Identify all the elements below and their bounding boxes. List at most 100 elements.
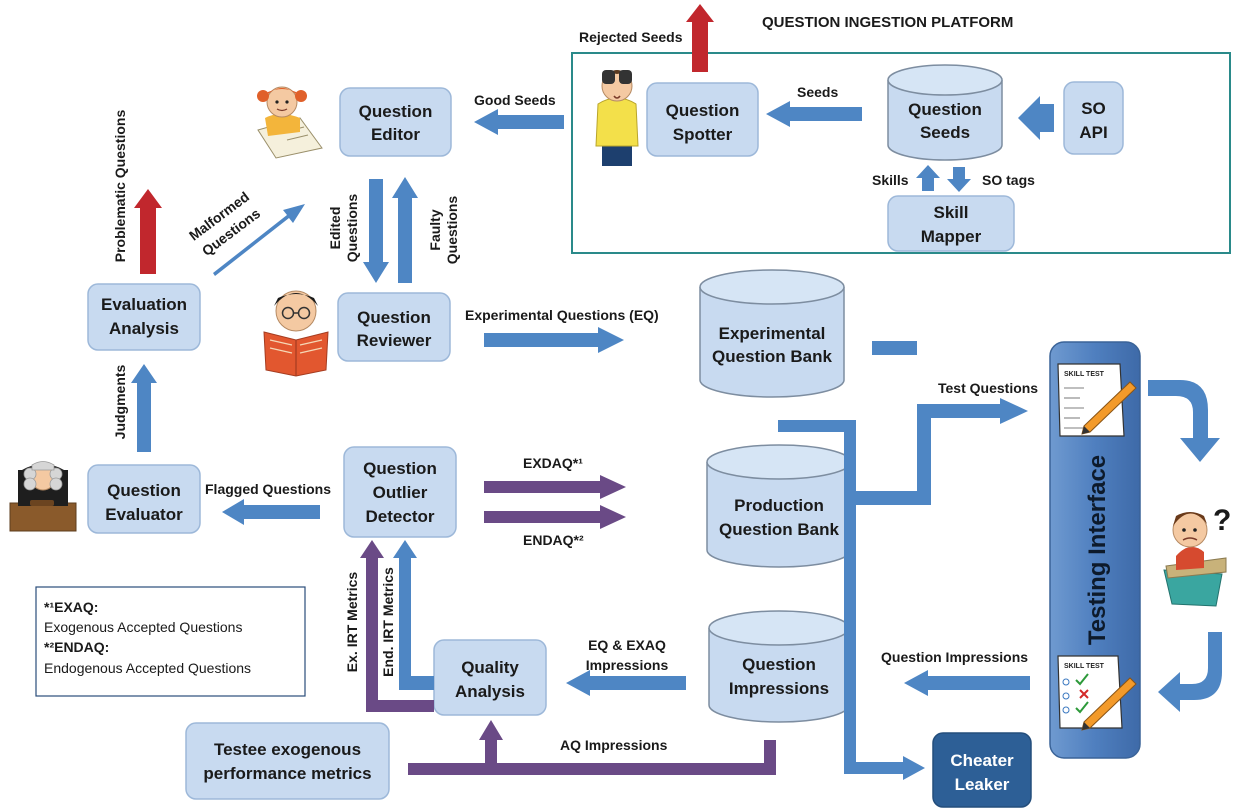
experimental-questions-arrow [484,327,624,353]
ex-irt-metrics-arrow [360,540,434,712]
quality-analysis-box: Quality Analysis [433,639,547,716]
reading-boy-icon [263,290,329,377]
faulty-questions-arrow [392,177,418,283]
experimental-bank-line2: Question Bank [712,347,833,366]
to-testee-curved-arrow [1148,380,1220,462]
end-irt-metrics-arrow [393,540,434,690]
edited-questions-label-2: Questions [344,194,360,263]
from-testee-curved-arrow [1158,632,1222,712]
skills-label: Skills [872,172,909,188]
so-api-line1: SO [1081,99,1106,118]
testee-metrics-box: Testee exogenous performance metrics [185,722,390,800]
problematic-questions-label: Problematic Questions [112,110,128,263]
cheater-leaker-box: Cheater Leaker [932,732,1032,808]
question-impressions-flow-label: Question Impressions [881,649,1028,665]
so-api-box: SO API [1063,81,1124,155]
quality-analysis-line1: Quality [461,658,519,677]
skill-test-title-top: SKILL TEST [1064,371,1105,378]
question-impressions-cylinder: Question Impressions [708,610,850,723]
outlier-detector-line1: Question [363,459,437,478]
skill-mapper-box: Skill Mapper [887,195,1015,252]
question-impressions-arrow [904,670,1030,696]
test-questions-label: Test Questions [938,380,1038,396]
svg-text:?: ? [1213,504,1231,537]
faulty-questions-label-2: Questions [444,196,460,265]
question-outlier-detector-box: Question Outlier Detector [343,446,457,538]
cheater-leaker-line2: Leaker [955,775,1010,794]
test-questions-bracket [856,341,1028,505]
good-seeds-arrow [474,109,564,135]
testing-interface-label: Testing Interface [1084,455,1111,645]
testing-interface-panel: Testing Interface [1049,341,1141,759]
question-evaluator-box: Question Evaluator [87,464,201,534]
question-editor-line1: Question [359,102,433,121]
seeds-label: Seeds [797,84,838,100]
problematic-questions-arrow [134,189,162,274]
question-spotter-box: Question Spotter [646,82,759,157]
endaq-label: ENDAQ*² [523,532,584,548]
skill-mapper-line2: Mapper [921,227,982,246]
question-seeds-line2: Seeds [920,123,970,142]
so-api-to-seeds-arrow [1018,96,1054,140]
legend-endaq-key: *²ENDAQ: [44,639,109,655]
question-seeds-cylinder: Question Seeds [887,64,1003,161]
so-tags-label: SO tags [982,172,1035,188]
evaluation-analysis-line1: Evaluation [101,295,187,314]
question-evaluator-line2: Evaluator [105,505,183,524]
end-irt-metrics-label: End. IRT Metrics [380,567,396,677]
judge-icon [9,461,77,532]
quality-analysis-line2: Analysis [455,682,525,701]
outlier-detector-line3: Detector [366,507,435,526]
question-reviewer-box: Question Reviewer [337,292,451,362]
malformed-questions-arrow [213,204,305,276]
eq-exaq-impressions-label-1: EQ & EXAQ [588,637,666,653]
skills-up-arrow [916,165,940,191]
question-impressions-line2: Impressions [729,679,829,698]
question-impressions-line1: Question [742,655,816,674]
outlier-detector-line2: Outlier [373,483,428,502]
experimental-question-bank-cylinder: Experimental Question Bank [699,269,845,398]
production-question-bank-cylinder: Production Question Bank [706,444,852,568]
cheater-leaker-bracket [768,404,925,780]
evaluation-analysis-box: Evaluation Analysis [87,283,201,351]
question-spotter-line2: Spotter [673,125,733,144]
seeds-arrow [766,101,862,127]
faulty-questions-label-1: Faulty [427,209,443,250]
experimental-questions-label: Experimental Questions (EQ) [465,307,659,323]
edited-questions-label-1: Edited [327,207,343,250]
skill-test-title-bottom: SKILL TEST [1064,663,1105,670]
edited-questions-arrow [363,179,389,283]
judgments-arrow [131,364,157,452]
flagged-questions-label: Flagged Questions [205,481,331,497]
skill-test-sheet-icon: SKILL TEST [1057,363,1137,437]
binoculars-person-icon [595,70,639,166]
aq-impressions-path [408,720,776,775]
legend-endaq-desc: Endogenous Accepted Questions [44,660,251,676]
question-reviewer-line2: Reviewer [357,331,432,350]
question-editor-line2: Editor [371,125,420,144]
question-seeds-line1: Question [908,100,982,119]
legend-exaq-desc: Exogenous Accepted Questions [44,619,242,635]
writing-child-icon [257,86,323,159]
so-tags-down-arrow [947,167,971,192]
good-seeds-label: Good Seeds [474,92,556,108]
legend-exaq-key: *¹EXAQ: [44,599,98,615]
cheater-leaker-line1: Cheater [950,751,1014,770]
experimental-bank-line1: Experimental [719,324,826,343]
testee-metrics-line2: performance metrics [203,764,371,783]
eq-exaq-impressions-arrow [566,670,686,696]
exdaq-arrow [484,475,626,499]
question-spotter-line1: Question [666,101,740,120]
question-reviewer-line1: Question [357,308,431,327]
production-bank-line2: Question Bank [719,520,840,539]
confused-testee-icon: ? [1163,504,1231,607]
legend-box: *¹EXAQ: Exogenous Accepted Questions *²E… [35,586,306,697]
question-editor-box: Question Editor [339,87,452,157]
eq-exaq-impressions-label-2: Impressions [586,657,669,673]
endaq-arrow [484,505,626,529]
testee-metrics-line1: Testee exogenous [214,740,361,759]
ingestion-platform-frame [571,52,1231,254]
skill-mapper-line1: Skill [934,203,969,222]
rejected-seeds-label: Rejected Seeds [579,29,683,45]
